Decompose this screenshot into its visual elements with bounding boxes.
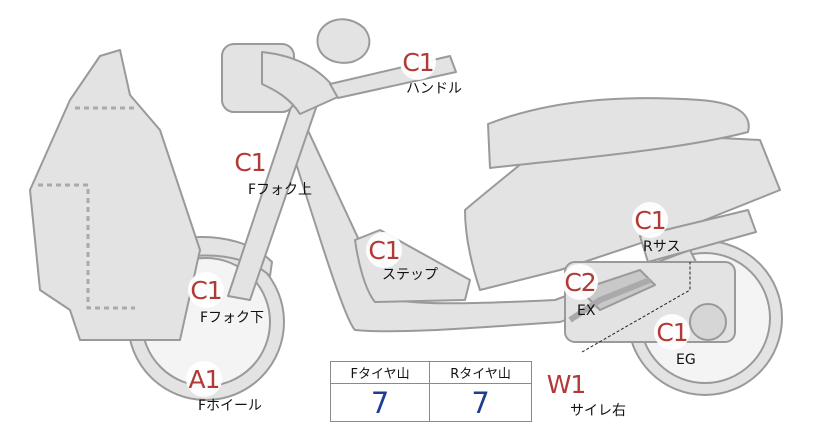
label-ex: EX [577,303,596,319]
tread-header-front: Fタイヤ山 [329,361,431,384]
leg-shield [29,49,201,341]
label-step: ステップ [382,267,438,283]
label-ffork-upper: Fフォク上 [248,182,313,198]
leader-line [581,262,691,353]
tread-value-front: 7 [329,383,431,422]
tread-header-rear: Rタイヤ山 [429,361,532,384]
label-rsus: Rサス [643,239,681,255]
grade-side-r: W1 [547,366,586,402]
label-handle: ハンドル [406,81,462,97]
grade-ffork-lower: C1 [188,272,224,308]
rear-body [464,129,781,291]
grade-ex: C2 [562,264,598,300]
grade-rsus: C1 [632,202,668,238]
seat [487,97,750,169]
rear-suspension [639,209,757,263]
tread-value-rear: 7 [429,383,532,422]
label-eg: EG [676,352,696,368]
grade-ffork-upper: C1 [232,144,268,180]
rear-hub [689,303,727,341]
grade-eg: C1 [654,314,690,350]
tread-table: Fタイヤ山 Rタイヤ山 7 7 [329,361,532,422]
grade-fwheel: A1 [186,361,222,397]
label-side-r: サイレ右 [570,403,626,419]
label-ffork-lower: Fフォク下 [200,310,265,326]
grade-handle: C1 [400,44,436,80]
leg-shield-dash-2 [38,183,135,310]
exhaust-pipe [568,277,652,323]
grade-step: C1 [366,232,402,268]
label-fwheel: Fホイール [198,398,263,414]
frame-floor [284,123,701,333]
tread-value-row: 7 7 [329,383,532,422]
tread-header-row: Fタイヤ山 Rタイヤ山 [329,361,532,384]
mirror [316,18,371,64]
